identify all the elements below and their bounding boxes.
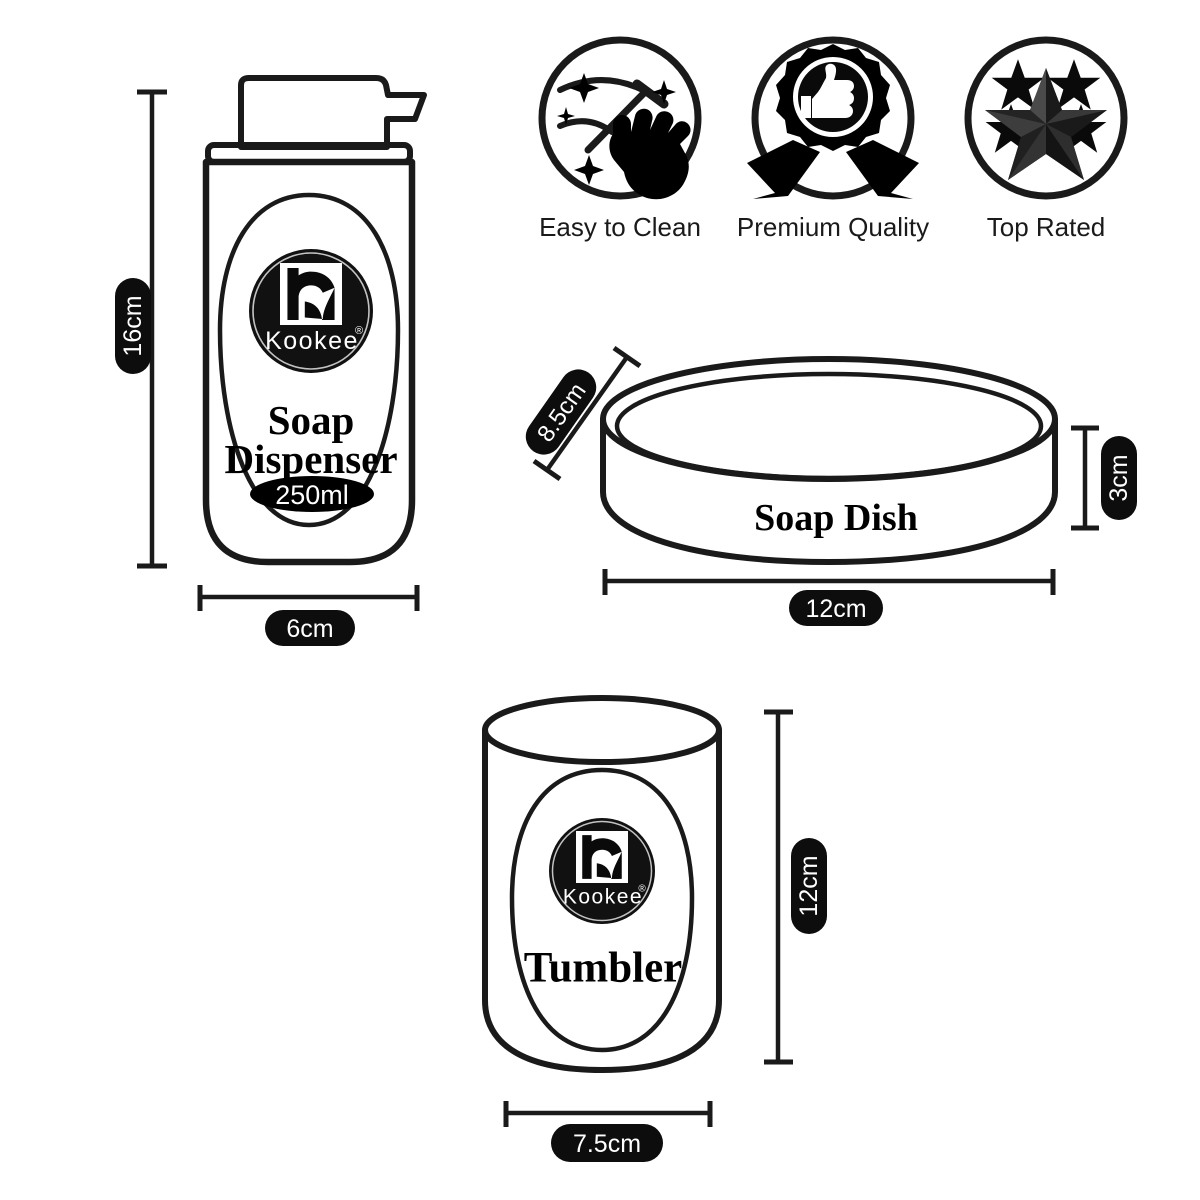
brand-logo-badge: Kookee ® (249, 249, 373, 373)
dimension-label-12cm-dish: 12cm (805, 595, 866, 623)
center-star-faceted (985, 68, 1107, 180)
tumbler-name: Tumbler (524, 945, 683, 992)
dimension-soap-dish-width: 12cm (602, 569, 1056, 626)
cleaning-hand-sparkle-icon (557, 73, 691, 200)
tumbler-label-outline (509, 767, 695, 1053)
dimension-label-7-5cm: 7.5cm (573, 1130, 641, 1158)
dimension-soap-dispenser-width: 6cm (197, 585, 420, 646)
brand-wordmark-tumbler: Kookee (563, 886, 643, 909)
soap-dish-body (600, 416, 1058, 565)
dimension-tumbler-height: 12cm (764, 709, 827, 1065)
capacity-badge: 250ml (250, 476, 374, 512)
badge-ring-top-rated (964, 36, 1128, 200)
feature-label-top-rated: Top Rated (987, 212, 1106, 242)
dimension-label-3cm: 3cm (1105, 454, 1133, 501)
soap-dish-illustration: Soap Dish (600, 356, 1058, 565)
capacity-text: 250ml (275, 480, 349, 510)
feature-label-easy-to-clean: Easy to Clean (539, 212, 701, 242)
badge-ring-easy-to-clean (538, 36, 702, 200)
registered-mark-tumbler: ® (638, 884, 646, 895)
tumbler-illustration: Kookee ® Tumbler (482, 695, 722, 1073)
dimension-tumbler-width: 7.5cm (503, 1101, 713, 1162)
badge-ring-premium-quality (751, 36, 915, 200)
soap-dispenser-name-line-1: Soap (268, 397, 355, 443)
pump-head-icon (238, 75, 427, 150)
dimension-soap-dish-height: 3cm (1071, 425, 1137, 531)
soap-dish-rim-inner (614, 371, 1044, 481)
award-ribbon-thumbs-up-icon (747, 44, 919, 199)
registered-mark: ® (355, 325, 363, 337)
dimension-label-6cm: 6cm (286, 615, 333, 643)
dimension-soap-dish-depth: 8.5cm (525, 345, 642, 482)
five-stars-icon (985, 59, 1107, 180)
brand-wordmark: Kookee (265, 327, 359, 355)
soap-dispenser-illustration: Kookee ® Soap Dispenser 250ml (202, 75, 427, 566)
soap-dispenser-name-line-2: Dispenser (224, 436, 397, 482)
dimension-soap-dispenser-height: 16cm (115, 89, 167, 569)
feature-badge-premium-quality: Premium Quality (737, 36, 929, 242)
feature-label-premium-quality: Premium Quality (737, 212, 929, 242)
dimension-label-12cm-tumbler: 12cm (795, 855, 823, 916)
brand-logo-badge-tumbler: Kookee ® (549, 818, 655, 924)
dispenser-body (202, 158, 416, 566)
feature-badge-easy-to-clean: Easy to Clean (538, 36, 702, 242)
tumbler-body (482, 727, 722, 1073)
tumbler-rim (482, 695, 722, 765)
dispenser-label-outline (217, 192, 401, 528)
soap-dish-name: Soap Dish (754, 497, 918, 539)
dimension-label-16cm: 16cm (119, 295, 147, 356)
feature-badge-top-rated: Top Rated (964, 36, 1128, 242)
